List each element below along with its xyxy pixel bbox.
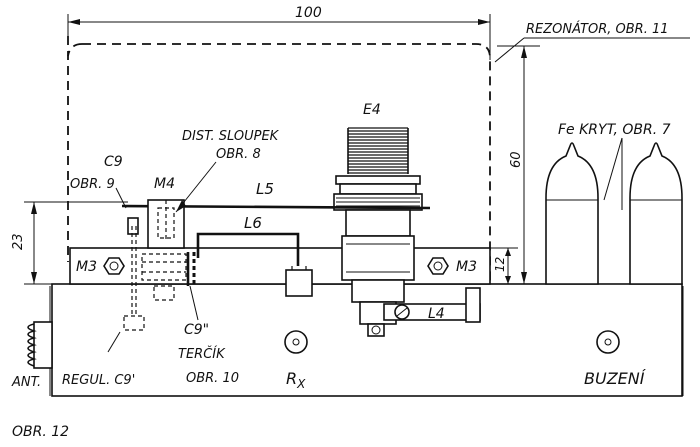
c9-part: C9 OBR. 9 [70,154,139,235]
m4-label: M4 [154,176,175,192]
antenna-connector [27,321,53,369]
regul-label: REGUL. C9' [62,373,135,388]
c9-double-capacitor: C9" TERČÍK OBR. 10 [141,252,239,386]
tube-right [629,142,683,285]
regulator-c9: REGUL. C9' [62,226,145,388]
dist-sloupek-label: DIST. SLOUPEK [182,129,280,144]
buzeni-label: BUZENÍ [584,369,647,388]
dimension-width-value: 100 [295,5,322,21]
figure-label: OBR. 12 [12,424,69,440]
l6-label: L6 [244,214,262,232]
dimension-height-small-value: 12 [493,257,507,272]
dimension-width: 100 [67,5,491,60]
dimension-height-left-value: 23 [11,233,26,250]
tube-left [545,142,599,285]
ant-label: ANT. [11,375,41,390]
resonator-label: REZONÁTOR, OBR. 11 [526,21,669,37]
resonator-outline [67,36,491,286]
m3-left-label: M3 [76,259,97,275]
tercik-label: TERČÍK [178,346,226,362]
m3-screw-right: M3 [427,257,477,275]
c9-double-label: C9" [184,322,209,338]
inner-plate [69,247,491,285]
m3-screw-left: M3 [76,257,125,275]
l5-label: L5 [256,180,274,198]
l6-coil: L6 [196,214,313,297]
c9-label: C9 [104,154,123,170]
fe-kryt-label: Fe KRYT, OBR. 7 [558,122,671,138]
e4-tube: E4 [333,102,423,337]
dimension-height-right-value: 60 [509,151,524,168]
e4-label: E4 [363,102,381,118]
l4-label: L4 [428,306,445,322]
distance-post: M4 DIST. SLOUPEK OBR. 8 [147,129,280,249]
dimension-height-left: 23 [11,201,128,285]
rx-label: RX [286,369,306,391]
tercik-obr-label: OBR. 10 [186,371,239,386]
l4-part: L4 [383,287,481,323]
buzeni-knob: BUZENÍ [584,330,647,388]
c9-obr-label: OBR. 9 [70,177,115,192]
resonator-callout: REZONÁTOR, OBR. 11 [494,21,690,63]
fe-kryt-callout: Fe KRYT, OBR. 7 [558,122,671,210]
rx-knob: RX [284,330,308,391]
m3-right-label: M3 [456,259,477,275]
dimension-height-small: 12 [490,247,518,284]
dist-sloupek-obr-label: OBR. 8 [216,147,261,162]
e4-heatsink-fins [348,127,408,174]
